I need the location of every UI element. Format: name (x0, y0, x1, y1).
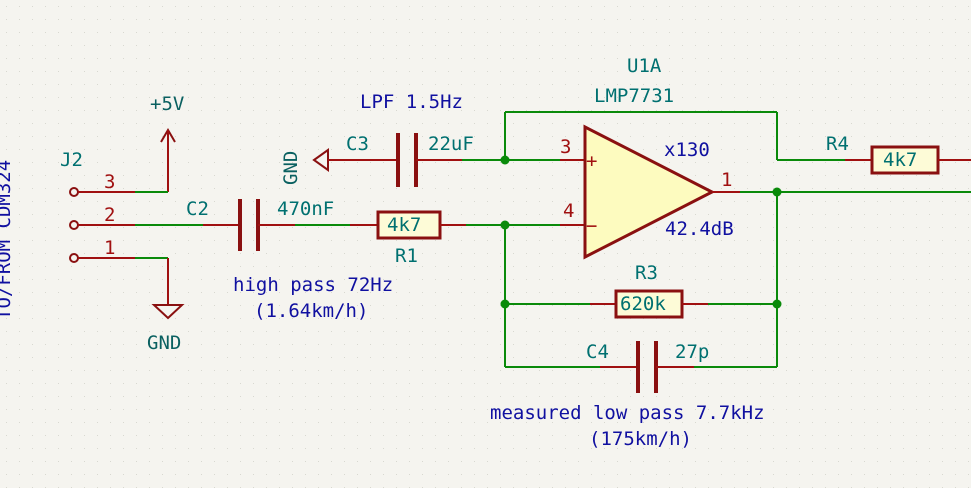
capacitor-c3[interactable]: C3 22uF GND (280, 133, 474, 187)
connector-ref: J2 (60, 149, 83, 171)
power-5v-label: +5V (150, 93, 184, 115)
opamp-plus-sign: + (586, 150, 597, 172)
opamp-pin-plus: 3 (560, 136, 571, 158)
highpass-note: high pass 72Hz (233, 274, 393, 296)
connector-j2[interactable]: TO/FROM CDM324 J2 3 2 1 (0, 149, 135, 320)
lowpass-speed-note: (175km/h) (589, 428, 692, 450)
connector-pinnum-1: 1 (104, 237, 115, 259)
opamp-pin-out: 1 (721, 169, 732, 191)
connector-label: TO/FROM CDM324 (0, 160, 15, 320)
r4-value: 4k7 (883, 149, 917, 171)
lowpass-note: measured low pass 7.7kHz (490, 402, 765, 424)
lpf-note: LPF 1.5Hz (360, 91, 463, 113)
power-5v[interactable]: +5V (135, 93, 184, 193)
c3-value: 22uF (428, 133, 474, 155)
r1-ref: R1 (395, 245, 418, 267)
r3-ref: R3 (635, 262, 658, 284)
highpass-speed-note: (1.64km/h) (254, 300, 368, 322)
opamp-part: LMP7731 (594, 85, 674, 107)
gnd-label-c3: GND (280, 151, 302, 185)
r3-value: 620k (620, 293, 666, 315)
c2-ref: C2 (186, 198, 209, 220)
opamp-u1a[interactable]: + − 3 4 1 U1A LMP7731 x130 42.4dB (560, 55, 740, 260)
c4-ref: C4 (586, 341, 609, 363)
resistor-r1[interactable]: 4k7 R1 (295, 210, 466, 267)
gnd-symbol-connector[interactable]: GND (135, 257, 185, 354)
capacitor-c4[interactable]: C4 27p (505, 341, 777, 393)
capacitor-c2[interactable]: C2 470nF (135, 198, 334, 251)
opamp-gain: x130 (664, 139, 710, 161)
opamp-minus-sign: − (586, 215, 597, 237)
opamp-gain-db: 42.4dB (665, 218, 734, 240)
connector-pinnum-2: 2 (104, 204, 115, 226)
resistor-r3[interactable]: 620k R3 (505, 262, 777, 319)
c2-value: 470nF (277, 198, 334, 220)
c4-value: 27p (675, 341, 709, 363)
opamp-pin-minus: 4 (563, 200, 574, 222)
r1-value: 4k7 (387, 214, 421, 236)
gnd-label-connector: GND (147, 332, 181, 354)
c3-ref: C3 (346, 133, 369, 155)
connector-pinnum-3: 3 (104, 171, 115, 193)
opamp-ref: U1A (627, 55, 662, 77)
resistor-r4[interactable]: 4k7 R4 (777, 133, 971, 175)
r4-ref: R4 (826, 133, 849, 155)
